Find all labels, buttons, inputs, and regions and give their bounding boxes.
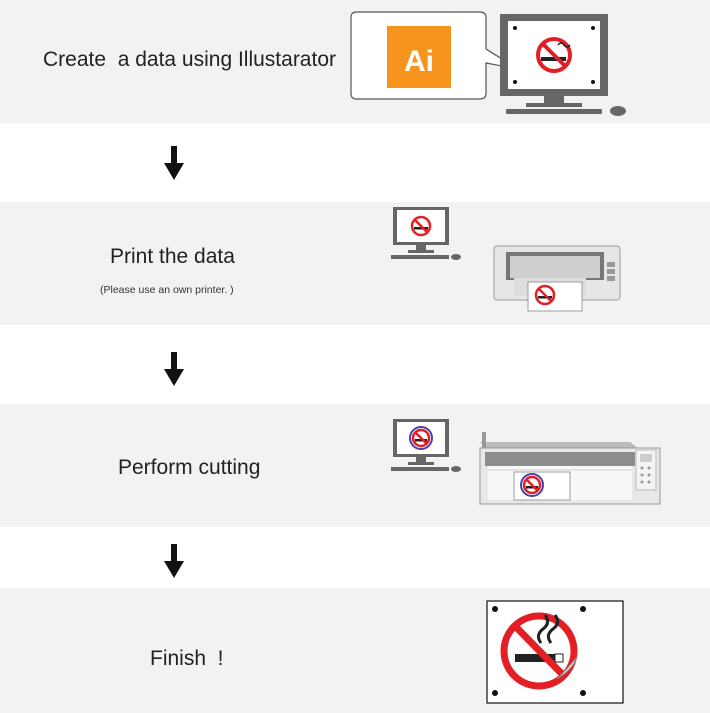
down-arrow-icon bbox=[164, 544, 184, 578]
down-arrow-icon bbox=[164, 352, 184, 386]
step-1-label: Create a data using Illustarator bbox=[43, 48, 336, 71]
ai-logo-icon: Ai bbox=[387, 26, 451, 88]
computer-monitor-icon bbox=[391, 207, 461, 260]
finished-sticker-illustration bbox=[485, 599, 627, 707]
no-smoking-icon bbox=[409, 426, 433, 450]
no-smoking-icon bbox=[536, 37, 572, 73]
no-smoking-icon bbox=[500, 612, 578, 690]
ai-logo-text: Ai bbox=[404, 45, 434, 78]
step-2-note: (Please use an own printer. ) bbox=[100, 284, 234, 296]
cutting-plotter-icon bbox=[479, 432, 661, 505]
printer-icon bbox=[493, 245, 621, 312]
cutting-illustration bbox=[390, 418, 665, 508]
step-2-label: Print the data bbox=[110, 245, 235, 268]
no-smoking-icon bbox=[534, 284, 556, 306]
computer-monitor-icon bbox=[391, 419, 461, 472]
illustrator-illustration: Ai bbox=[350, 11, 630, 119]
step-3-label: Perform cutting bbox=[118, 456, 261, 479]
step-4-label: Finish ! bbox=[150, 647, 224, 670]
no-smoking-icon bbox=[520, 473, 544, 497]
down-arrow-icon bbox=[164, 146, 184, 180]
print-illustration bbox=[390, 206, 630, 314]
computer-monitor-icon bbox=[500, 14, 626, 116]
no-smoking-icon bbox=[410, 215, 432, 237]
